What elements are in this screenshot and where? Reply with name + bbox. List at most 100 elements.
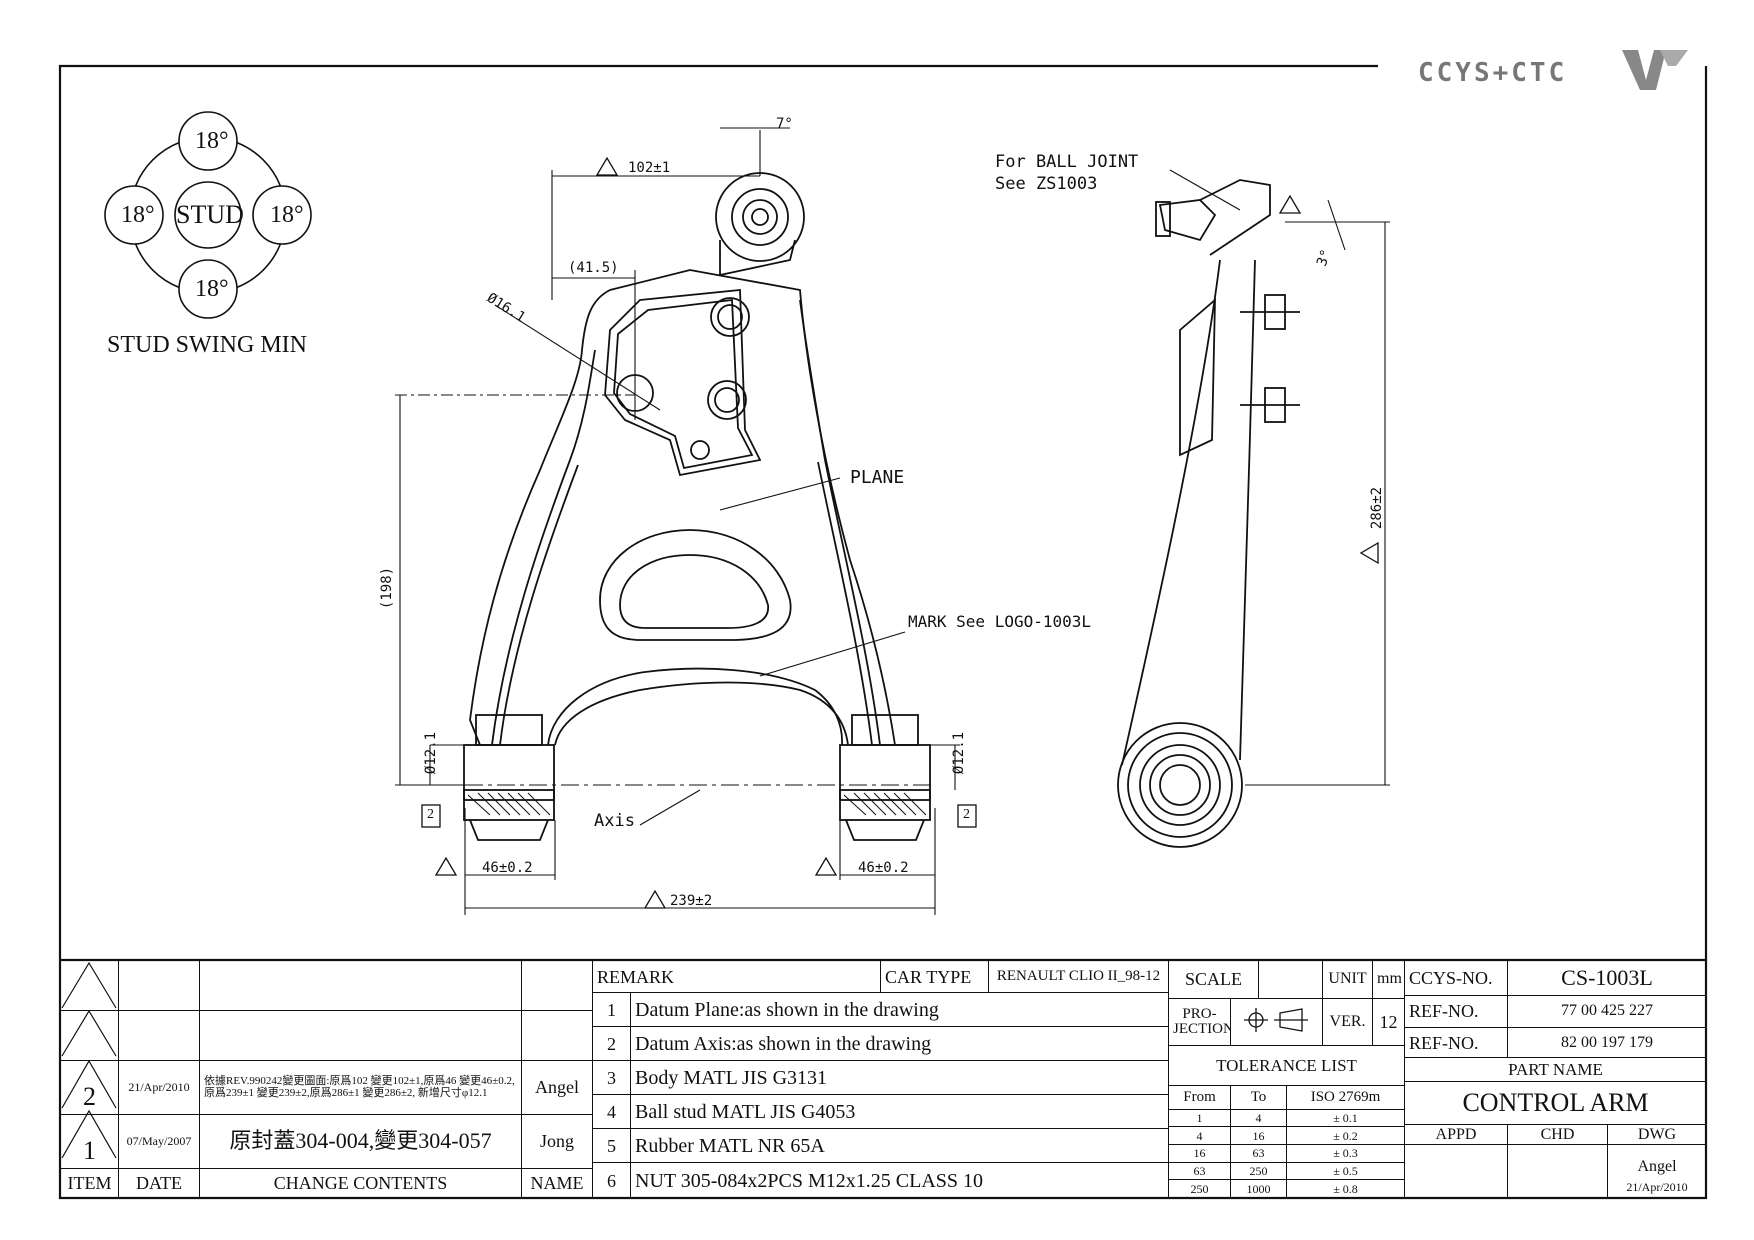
rev-contents-3	[199, 1009, 522, 1061]
remark-text: Ball stud MATL JIS G4053	[629, 1094, 1170, 1129]
unit-value: mm	[1372, 960, 1406, 999]
chd-label: CHD	[1507, 1124, 1608, 1145]
remark-num: 1	[592, 992, 631, 1027]
tol-from: 4	[1168, 1126, 1231, 1145]
stud-swing-diagram	[104, 111, 312, 319]
remark-num: 6	[592, 1162, 631, 1199]
tol-to: 16	[1229, 1126, 1288, 1145]
datum-2-left: 2	[427, 807, 434, 822]
tol-to: 63	[1229, 1143, 1288, 1163]
appd-value	[1404, 1143, 1508, 1199]
part-name-label: PART NAME	[1404, 1057, 1707, 1083]
rev-contents-2: 依據REV.990242變更圖面:原爲102 變更102±1,原爲46 變更46…	[199, 1059, 522, 1115]
rev-contents-1: 原封蓋304-004,變更304-057	[199, 1113, 522, 1169]
remark-text: Body MATL JIS G3131	[629, 1060, 1170, 1095]
tol-to: 4	[1229, 1108, 1288, 1128]
tolerance-title: TOLERANCE LIST	[1167, 1044, 1406, 1086]
remark-num: 2	[592, 1026, 631, 1061]
dim-41: (41.5)	[568, 260, 619, 276]
dim-phi12-left: Ø12.1	[423, 731, 440, 775]
revision-table: 2 21/Apr/2010 依據REV.990242變更圖面:原爲102 變更1…	[60, 960, 593, 1199]
ref-no-value-2: 82 00 197 179	[1507, 1027, 1707, 1059]
tol-from: 1	[1168, 1108, 1231, 1128]
ball-joint-label-2: See ZS1003	[995, 174, 1098, 194]
first-angle-projection-icon	[1243, 1008, 1308, 1033]
front-view-dimensions	[395, 127, 960, 915]
rev-date-1: 07/May/2007	[118, 1113, 200, 1169]
side-view-dimensions	[1169, 169, 1390, 786]
control-arm-side-view	[1117, 179, 1300, 848]
scale-label: SCALE	[1167, 960, 1260, 999]
rev-num-3	[60, 1009, 119, 1061]
dim-7deg: 7°	[776, 116, 793, 132]
tol-to: 250	[1229, 1161, 1288, 1181]
rev-num-2: 2	[60, 1059, 119, 1115]
tol-from: 63	[1168, 1161, 1231, 1181]
tol-value: ± 0.5	[1286, 1161, 1406, 1181]
ver-value: 12	[1372, 997, 1406, 1046]
ref-no-label-2: REF-NO.	[1404, 1027, 1508, 1059]
header-name: NAME	[521, 1167, 593, 1199]
axis-label: Axis	[594, 811, 635, 831]
dim-46-right: 46±0.2	[858, 860, 909, 876]
stud-angle-right: 18°	[270, 202, 304, 228]
dim-102: 102±1	[628, 160, 671, 176]
ccys-no-label: CCYS-NO.	[1404, 960, 1508, 996]
tol-header-from: From	[1168, 1084, 1231, 1110]
rev-contents-4	[199, 960, 522, 1011]
rev-date-3	[118, 1009, 200, 1061]
dim-286: 286±2	[1369, 486, 1386, 530]
remark-text: Datum Plane:as shown in the drawing	[629, 992, 1170, 1027]
scale-tolerance-table: SCALE UNIT mm PRO- JECTION VER. 12 TOLER…	[1167, 960, 1406, 1198]
dim-phi12-right: Ø12.1	[951, 731, 968, 775]
rev-name-4	[521, 960, 593, 1011]
projection-label: PRO- JECTION	[1168, 997, 1231, 1046]
remark-num: 5	[592, 1128, 631, 1163]
ref-no-label-1: REF-NO.	[1404, 994, 1508, 1029]
dim-46-left: 46±0.2	[482, 860, 533, 876]
dwg-label: DWG	[1607, 1124, 1707, 1145]
rev-num-1: 1	[60, 1113, 119, 1169]
tol-from: 16	[1168, 1143, 1231, 1163]
scale-value	[1258, 960, 1324, 999]
datum-2-right: 2	[963, 807, 970, 822]
stud-angle-top: 18°	[195, 128, 229, 154]
rev-date-4	[118, 960, 200, 1011]
projection-label-line2: JECTION	[1173, 1020, 1231, 1037]
projection-label-line1: PRO-	[1182, 1005, 1217, 1022]
tol-from: 250	[1168, 1179, 1231, 1198]
drawn-date: 21/Apr/2010	[1626, 1179, 1688, 1194]
part-info-table: CCYS-NO. CS-1003L REF-NO. 77 00 425 227 …	[1404, 960, 1707, 1199]
company-logo-text: CCYS+CTC	[1418, 58, 1568, 88]
remark-num: 3	[592, 1060, 631, 1095]
tol-value: ± 0.3	[1286, 1143, 1406, 1163]
remark-num: 4	[592, 1094, 631, 1129]
revision-triangles	[434, 156, 1379, 909]
chd-value	[1507, 1143, 1608, 1199]
ccys-no-value: CS-1003L	[1507, 960, 1707, 996]
rev-name-2: Angel	[521, 1059, 593, 1115]
stud-angle-left: 18°	[121, 202, 155, 228]
ball-joint-label-1: For BALL JOINT	[995, 152, 1139, 172]
tol-header-iso: ISO 2769m	[1286, 1084, 1406, 1110]
rev-date-2: 21/Apr/2010	[118, 1059, 200, 1115]
header-item: ITEM	[60, 1167, 119, 1199]
datum-boxes	[421, 804, 977, 828]
rev-name-1: Jong	[521, 1113, 593, 1169]
tol-value: ± 0.2	[1286, 1126, 1406, 1145]
mark-label: MARK See LOGO-1003L	[908, 612, 1092, 631]
ver-label: VER.	[1322, 997, 1374, 1046]
stud-swing-caption: STUD SWING MIN	[107, 332, 307, 358]
projection-symbol	[1229, 997, 1324, 1046]
control-arm-front-view	[463, 172, 931, 841]
tol-value: ± 0.8	[1286, 1179, 1406, 1198]
remark-text: Datum Axis:as shown in the drawing	[629, 1026, 1170, 1061]
header-change-contents: CHANGE CONTENTS	[199, 1167, 522, 1199]
tol-header-to: To	[1229, 1084, 1288, 1110]
dim-198: (198)	[379, 566, 396, 610]
stud-angle-bottom: 18°	[195, 276, 229, 302]
dim-239: 239±2	[670, 893, 713, 909]
drawn-by: Angel	[1637, 1157, 1677, 1175]
car-type-value: RENAULT CLIO II_98-12	[988, 960, 1170, 993]
